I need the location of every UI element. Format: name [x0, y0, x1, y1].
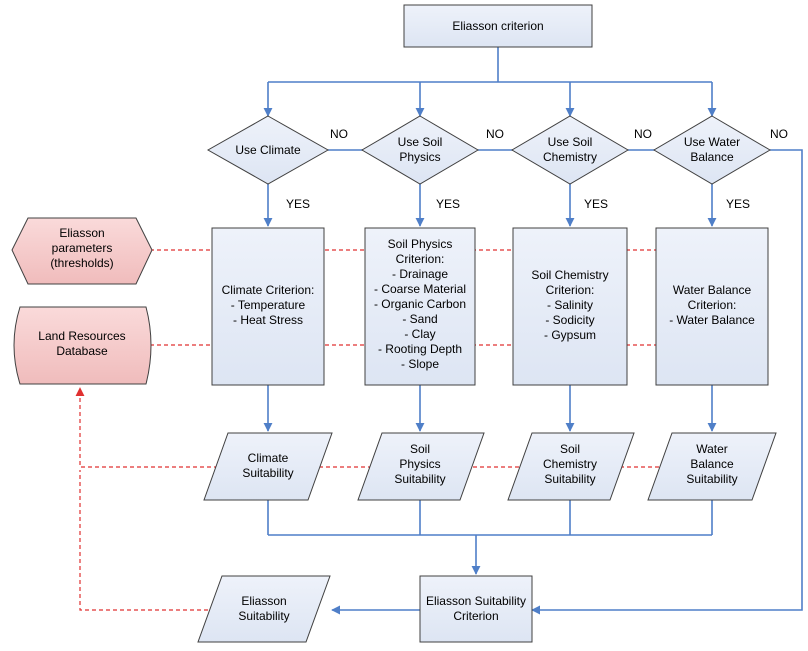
- climate-criterion-box: Climate Criterion: - Temperature - Heat …: [211, 227, 325, 386]
- no-label: NO: [330, 127, 348, 141]
- suitability-line: Suitability: [544, 472, 595, 486]
- no-label: NO: [634, 127, 652, 141]
- suitability-to-database-link: [75, 387, 680, 468]
- database-line: Database: [56, 344, 108, 358]
- yes-label: YES: [436, 197, 460, 211]
- water-balance-criterion-box: Water Balance Criterion: - Water Balance: [655, 227, 769, 386]
- eliasson-criterion-box: Eliasson criterion: [403, 4, 593, 48]
- criterion-line: - Sand: [402, 312, 437, 326]
- suitability-line: Balance: [690, 457, 734, 471]
- soil-chemistry-criterion-box: Soil Chemistry Criterion: - Salinity - S…: [512, 227, 628, 386]
- criterion-line: - Temperature: [231, 298, 306, 312]
- soil-physics-suitability: Soil Physics Suitability: [357, 432, 485, 501]
- soil-chemistry-suitability: Soil Chemistry Suitability: [507, 432, 635, 501]
- decision-label: Chemistry: [543, 150, 597, 164]
- criterion-line: - Sodicity: [545, 313, 594, 327]
- eliasson-suitability-criterion-box: Eliasson Suitability Criterion: [419, 575, 533, 643]
- suitability-line: Suitability: [686, 472, 737, 486]
- params-line: Eliasson: [59, 226, 104, 240]
- decision-use-water-balance: Use Water Balance: [653, 115, 771, 185]
- no-label: NO: [486, 127, 504, 141]
- criterion-line: Water Balance: [673, 283, 752, 297]
- yes-label: YES: [726, 197, 750, 211]
- final-criterion-line: Eliasson Suitability: [426, 594, 526, 608]
- params-line: (thresholds): [50, 256, 113, 270]
- criterion-line: - Drainage: [392, 267, 448, 281]
- eliasson-criterion-label: Eliasson criterion: [452, 19, 543, 33]
- suitability-line: Chemistry: [543, 457, 597, 471]
- suitability-line: Soil: [560, 442, 580, 456]
- decision-label: Balance: [690, 150, 734, 164]
- suitability-line: Water: [696, 442, 728, 456]
- decision-label: Use Climate: [235, 143, 301, 157]
- decision-use-soil-physics: Use Soil Physics: [361, 115, 479, 185]
- climate-suitability: Climate Suitability: [203, 432, 333, 501]
- eliasson-suitability-output: Eliasson Suitability: [197, 575, 331, 643]
- output-to-database-link: [79, 470, 208, 611]
- criterion-line: - Water Balance: [669, 313, 755, 327]
- criterion-line: Criterion:: [688, 298, 737, 312]
- criterion-line: - Gypsum: [544, 328, 596, 342]
- suitability-line: Soil: [410, 442, 430, 456]
- criterion-line: - Coarse Material: [374, 282, 466, 296]
- final-criterion-line: Criterion: [453, 609, 498, 623]
- decision-label: Use Soil: [398, 135, 443, 149]
- database-line: Land Resources: [38, 329, 125, 343]
- output-line: Eliasson: [241, 594, 286, 608]
- decision-use-climate: Use Climate: [206, 115, 330, 185]
- criterion-line: Climate Criterion:: [222, 283, 315, 297]
- criterion-line: - Organic Carbon: [374, 297, 466, 311]
- criterion-line: - Rooting Depth: [378, 342, 462, 356]
- criterion-line: - Clay: [404, 327, 435, 341]
- criterion-line: - Slope: [401, 357, 439, 371]
- decision-use-soil-chemistry: Use Soil Chemistry: [511, 115, 629, 185]
- criterion-line: Criterion:: [546, 283, 595, 297]
- yes-label: YES: [584, 197, 608, 211]
- land-resources-database: Land Resources Database: [13, 306, 152, 385]
- yes-label: YES: [286, 197, 310, 211]
- criterion-line: - Heat Stress: [233, 313, 303, 327]
- no-label: NO: [770, 127, 788, 141]
- suitability-line: Physics: [399, 457, 440, 471]
- soil-physics-criterion-box: Soil Physics Criterion: - Drainage - Coa…: [364, 227, 476, 386]
- flow-connectors: [263, 47, 803, 615]
- criterion-line: - Salinity: [547, 298, 593, 312]
- suitability-line: Suitability: [242, 466, 293, 480]
- suitability-line: Climate: [248, 451, 289, 465]
- output-line: Suitability: [238, 609, 289, 623]
- eliasson-parameters: Eliasson parameters (thresholds): [11, 217, 153, 285]
- decision-label: Use Water: [684, 135, 740, 149]
- decision-label: Physics: [399, 150, 440, 164]
- suitability-line: Suitability: [394, 472, 445, 486]
- water-balance-suitability: Water Balance Suitability: [647, 432, 777, 501]
- criterion-line: Soil Physics: [388, 237, 453, 251]
- criterion-line: Criterion:: [396, 252, 445, 266]
- criterion-line: Soil Chemistry: [531, 268, 608, 282]
- params-line: parameters: [52, 241, 113, 255]
- decision-label: Use Soil: [548, 135, 593, 149]
